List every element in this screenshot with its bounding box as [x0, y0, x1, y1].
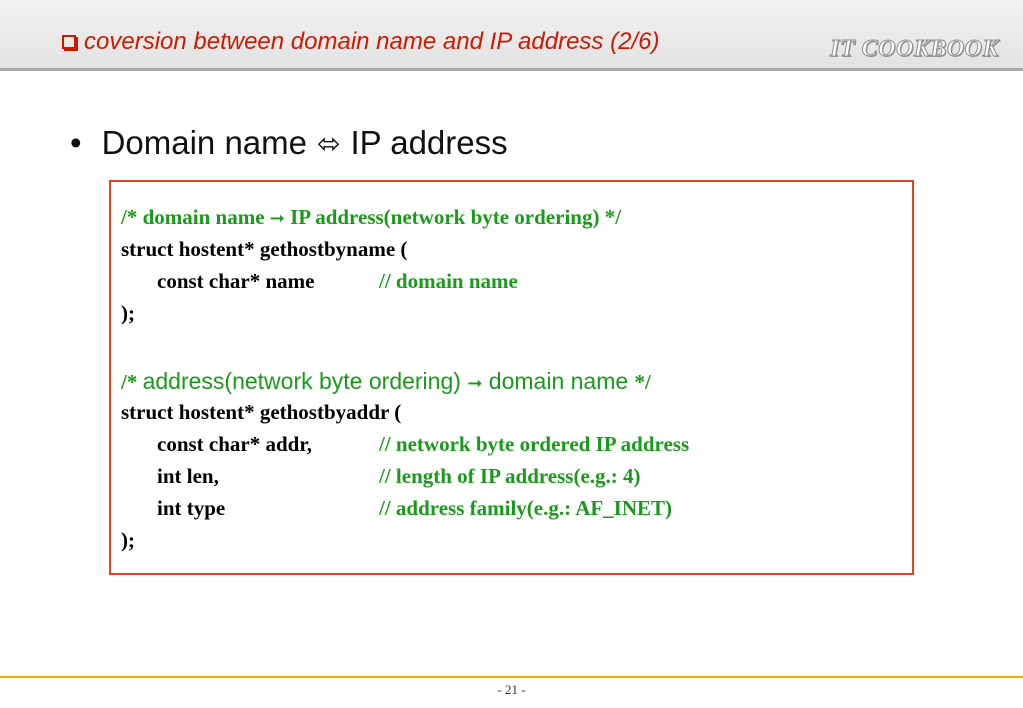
code-box: /* domain name ➞ IP address(network byte…: [109, 180, 914, 575]
code-param: const char* addr,: [157, 432, 312, 456]
code-comment-line: /* domain name ➞ IP address(network byte…: [121, 205, 621, 230]
code-param: int len,: [157, 464, 219, 488]
right-arrow-icon: ➞: [269, 208, 285, 229]
code-close: );: [121, 301, 135, 325]
comment-text: */: [634, 370, 651, 394]
page-number: - 21 -: [497, 682, 526, 697]
code-param-comment: // domain name: [379, 269, 518, 293]
right-arrow-icon: ➞: [467, 373, 483, 394]
comment-text: address(network byte ordering): [142, 368, 468, 394]
code-param-comment: // network byte ordered IP address: [379, 432, 690, 456]
code-param-comment: // length of IP address(e.g.: 4): [379, 464, 641, 488]
code-close: );: [121, 528, 135, 552]
code-comment-line: /* address(network byte ordering) ➞ doma…: [121, 368, 651, 395]
header-divider: [0, 68, 1023, 71]
bullet-dot-icon: •: [70, 124, 82, 161]
comment-text: domain name: [482, 368, 635, 394]
code-param: const char* name: [157, 269, 315, 293]
code-declaration: struct hostent* gethostbyname (: [121, 237, 408, 261]
slide-title: coversion between domain name and IP add…: [84, 28, 660, 55]
bullet-point: • Domain name ⬄ IP address: [70, 124, 508, 162]
bullet-text-left: Domain name: [101, 124, 307, 161]
comment-text: /* domain name: [121, 205, 270, 229]
bullet-text-right: IP address: [350, 124, 508, 161]
double-arrow-icon: ⬄: [317, 126, 341, 160]
comment-text: IP address(network byte ordering) */: [284, 205, 622, 229]
code-param-comment: // address family(e.g.: AF_INET): [379, 496, 673, 520]
comment-text: /*: [121, 370, 143, 394]
slide-header: [0, 0, 1023, 68]
square-bullet-icon: [62, 35, 78, 51]
code-param: int type: [157, 496, 226, 520]
brand-logo: IT COOKBOOK: [830, 36, 999, 63]
code-declaration: struct hostent* gethostbyaddr (: [121, 400, 402, 424]
slide-title-row: coversion between domain name and IP add…: [62, 28, 659, 56]
footer-divider: [0, 676, 1023, 678]
